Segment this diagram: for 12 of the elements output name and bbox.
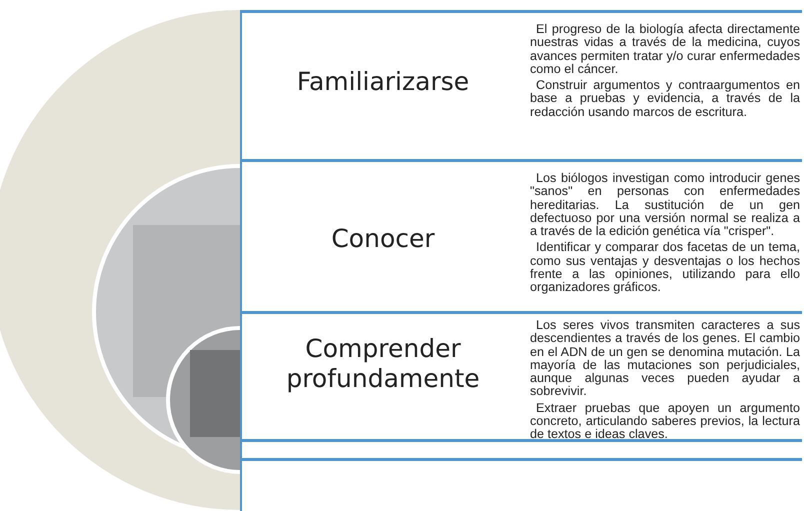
topic-title: Comprender profundamente <box>285 334 481 394</box>
topic-row <box>240 311 802 441</box>
description-paragraph: Extraer pruebas que apoyen un argumento concreto, articulando saberes previos, la lectura de textos e ideas claves. <box>530 402 800 442</box>
description-paragraph: El progreso de la biología afecta directamente nuestras vidas a través de la medicina, cuyos avances permiten tratar y/o curar enfermedades como el cáncer. <box>530 23 800 76</box>
topic-title: Familiarizarse <box>296 67 470 97</box>
topic-row <box>240 159 802 314</box>
topic-row <box>240 10 802 162</box>
description-paragraph: Los biólogos investigan como introducir genes "sanos" en personas con enfermedades hereditarias. La sustitución de un gen defectuoso por una versión normal se realiza a a través de la edición genética vía "crisper". <box>530 172 800 238</box>
description-paragraph: Construir argumentos y contraargumentos en base a pruebas y evidencia, a través de la redacción usando marcos de escritura. <box>530 79 800 120</box>
description-paragraph: Los seres vivos transmiten caracteres a sus descendientes a través de los genes. El cambio en el ADN de un gen se denomina mutación. La mayoría de las mutaciones son perjudiciales, aunque algunas veces pueden ayudar a sobrevivir. <box>530 319 800 399</box>
topic-title: Conocer <box>330 224 436 254</box>
description-paragraph: Identificar y comparar dos facetas de un tema, como sus ventajas y desventajas o los hechos frente a las opiniones, utilizando para ello organizadores gráficos. <box>530 241 800 295</box>
